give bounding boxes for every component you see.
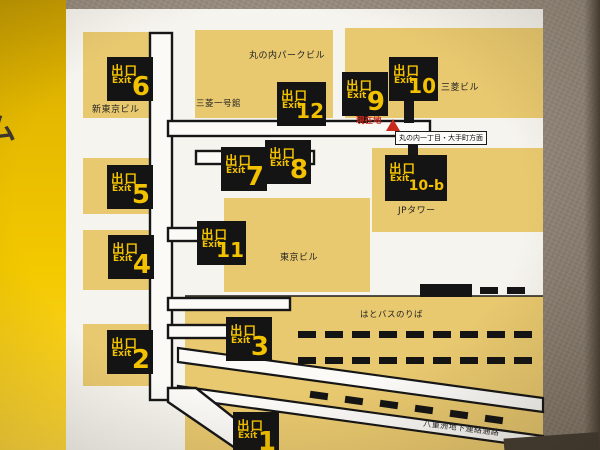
exit-marker-11: 出口 Exit 11 [197, 221, 246, 265]
exit-word: 出口 [389, 161, 417, 176]
exit-number: 3 [250, 332, 269, 362]
exit-word: 出口 [269, 146, 297, 161]
exit-en: Exit [231, 336, 251, 346]
exit-word: 出口 [230, 323, 258, 338]
exit-number: 4 [132, 250, 151, 280]
exit-word: 出口 [111, 171, 139, 186]
current-location-triangle [386, 119, 400, 131]
exit-number: 10-b [408, 178, 444, 194]
exit-number: 6 [131, 72, 150, 102]
exit-number: 8 [289, 155, 308, 185]
exit-word: 出口 [225, 153, 253, 168]
label-marunouchi-park-building: 丸の内パークビル [249, 51, 326, 61]
exit-en: Exit [112, 76, 132, 86]
exit-word: 出口 [111, 63, 139, 78]
exit-en: Exit [238, 431, 258, 441]
connector-stubs-group [358, 100, 418, 157]
label-shin-tokyo-building: 新東京ビル [92, 105, 140, 115]
label-jp-tower: JPタワー [398, 206, 436, 216]
exit-number: 7 [245, 162, 264, 192]
exit-marker-12: 出口 Exit 12 [277, 82, 326, 126]
stub-exit10 [404, 100, 414, 123]
corridor-mid-low [166, 296, 292, 312]
wall-right-edge [584, 0, 600, 450]
exit-marker-4: 出口 Exit 4 [108, 235, 154, 279]
label-tokyo-building: 東京ビル [280, 253, 319, 263]
exit-en: Exit [394, 76, 414, 86]
label-hato-bus-stop: はとバスのりば [360, 310, 424, 320]
exit-number: 9 [366, 87, 385, 117]
exit-word: 出口 [201, 227, 229, 242]
corridor-vertical [148, 31, 174, 402]
exit-marker-5: 出口 Exit 5 [107, 165, 153, 209]
label-mitsubishi-ichigokan: 三菱一号館 [196, 99, 242, 109]
exit-marker-8: 出口 Exit 8 [265, 140, 311, 184]
exit-word: 出口 [111, 336, 139, 351]
exit-word: 出口 [346, 78, 374, 93]
exit-marker-1: 出口 Exit 1 [233, 412, 279, 450]
exit-number: 5 [131, 180, 150, 210]
direction-sign-box: 丸の内一丁目・大手町方面 [395, 131, 487, 145]
diagonal-road-1 [176, 346, 545, 414]
exit-number: 12 [296, 99, 324, 123]
exit-number: 10 [408, 74, 436, 98]
label-direction: 丸の内一丁目・大手町方面 [399, 134, 483, 142]
exit-marker-6: 出口 Exit 6 [107, 57, 153, 101]
exit-word: 出口 [393, 63, 421, 78]
stub-exit10b [408, 136, 418, 157]
exit-en: Exit [112, 349, 132, 359]
exit-marker-10: 出口 Exit 10 [389, 57, 438, 101]
exit-word: 出口 [112, 241, 140, 256]
label-current-location: 現在地 [356, 116, 382, 126]
exit-en: Exit [390, 174, 410, 184]
exit-number: 11 [216, 238, 244, 262]
exit-word: 出口 [237, 418, 265, 433]
exit-marker-3: 出口 Exit 3 [226, 317, 272, 361]
exit-en: Exit [347, 91, 367, 101]
exit-en: Exit [112, 184, 132, 194]
exit-en: Exit [226, 166, 246, 176]
exit-en: Exit [282, 101, 302, 111]
black-block [420, 284, 472, 297]
exit-marker-9: 出口 Exit 9 [342, 72, 388, 116]
exit-en: Exit [113, 254, 133, 264]
exit-marker-10b: 出口 Exit 10-b [385, 155, 447, 201]
building-tokyo [224, 198, 370, 292]
bus-dashes-group [298, 284, 532, 425]
exit-word: 出口 [281, 88, 309, 103]
left-yellow-panel: ム [0, 0, 66, 450]
exit-en: Exit [202, 240, 222, 250]
exit-marker-7: 出口 Exit 7 [221, 147, 267, 191]
label-mitsubishi-building: 三菱ビル [441, 83, 480, 93]
exit-number: 1 [257, 427, 276, 450]
left-panel-character: ム [0, 112, 16, 147]
exit-en: Exit [270, 159, 290, 169]
stub-exit9 [358, 113, 368, 123]
exit-marker-2: 出口 Exit 2 [107, 330, 153, 374]
exit-number: 2 [131, 345, 150, 375]
